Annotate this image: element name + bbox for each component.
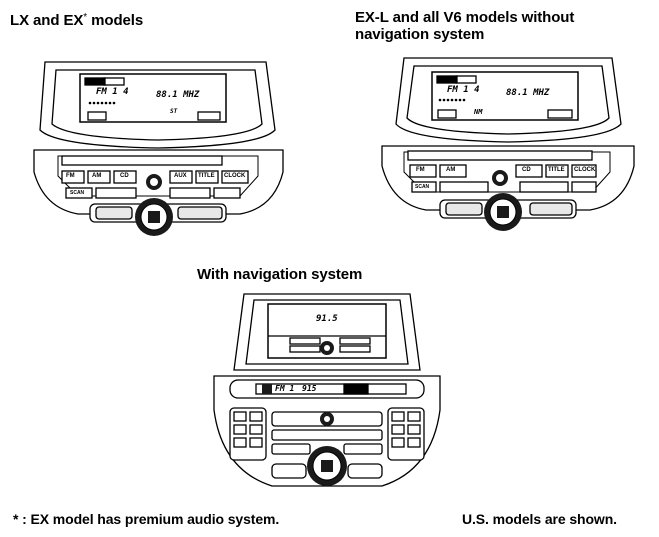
nav-screen-frequency: 91.5 <box>316 314 338 324</box>
lx-fm-button[interactable]: FM <box>66 173 75 179</box>
premium-asterisk: * <box>83 12 88 23</box>
exl-fm-button[interactable]: FM <box>416 167 425 173</box>
footnote: * : EX model has premium audio system. <box>13 510 279 528</box>
lx-cd-button[interactable]: CD <box>120 173 129 179</box>
footnote-asterisk: * <box>13 511 19 527</box>
footnote-colon: : <box>22 511 27 527</box>
lx-lcd-frequency: 88.1 MHZ <box>156 90 200 100</box>
exl-cd-button[interactable]: CD <box>522 167 531 173</box>
lx-lcd-stereo: ST <box>170 108 178 115</box>
exl-caption-line1: EX-L and all V6 models without <box>355 9 575 26</box>
lx-am-button[interactable]: AM <box>92 173 102 179</box>
lx-clock-button[interactable]: CLOCK <box>224 173 246 179</box>
lx-title-button[interactable]: TITLE <box>198 173 215 179</box>
exl-lcd-frequency: 88.1 MHZ <box>506 88 550 98</box>
lx-ex-caption-tail: models <box>87 12 144 29</box>
exl-title-button[interactable]: TITLE <box>548 167 565 173</box>
nav-lcd-frequency: 915 <box>302 384 317 393</box>
footnote-text: EX model has premium audio system. <box>30 511 280 527</box>
exl-caption-line2: navigation system <box>355 26 485 43</box>
exl-lcd-nm: NM <box>474 108 483 116</box>
nav-caption: With navigation system <box>197 266 363 283</box>
exl-am-button[interactable]: AM <box>446 167 456 173</box>
exl-scan-button[interactable]: SCAN <box>415 184 430 190</box>
nav-lcd-band: FM 1 <box>275 384 295 393</box>
exl-lcd-preset: FM 1 4 <box>447 85 480 95</box>
exl-clock-button[interactable]: CLOCK <box>574 167 596 173</box>
lx-aux-button[interactable]: AUX <box>174 173 187 179</box>
region-note: U.S. models are shown. <box>462 511 617 527</box>
lx-scan-button[interactable]: SCAN <box>70 190 85 196</box>
lx-ex-caption: LX and EX* models <box>10 9 143 30</box>
lx-ex-caption-text: LX and EX <box>10 12 84 29</box>
lx-lcd-preset: FM 1 4 <box>96 87 129 97</box>
